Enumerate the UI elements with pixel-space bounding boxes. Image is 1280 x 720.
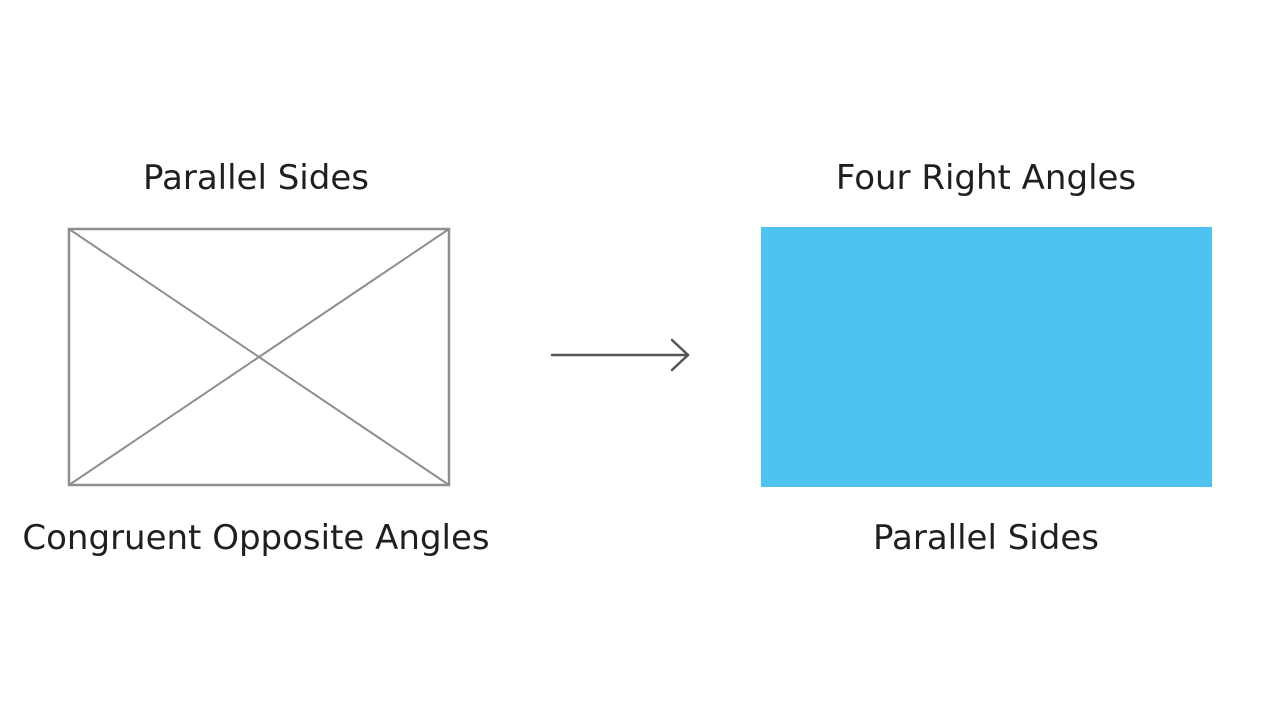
left-top-label: Parallel Sides [143,158,369,198]
left-bottom-label: Congruent Opposite Angles [22,518,490,558]
rectangle-shape [761,227,1212,487]
right-top-label: Four Right Angles [835,158,1137,198]
diagonal-line-2 [68,228,450,486]
right-arrow-icon [550,338,690,372]
parallelogram-outline [67,227,451,487]
parallelogram-diagram [67,227,451,487]
right-bottom-label: Parallel Sides [873,518,1099,558]
